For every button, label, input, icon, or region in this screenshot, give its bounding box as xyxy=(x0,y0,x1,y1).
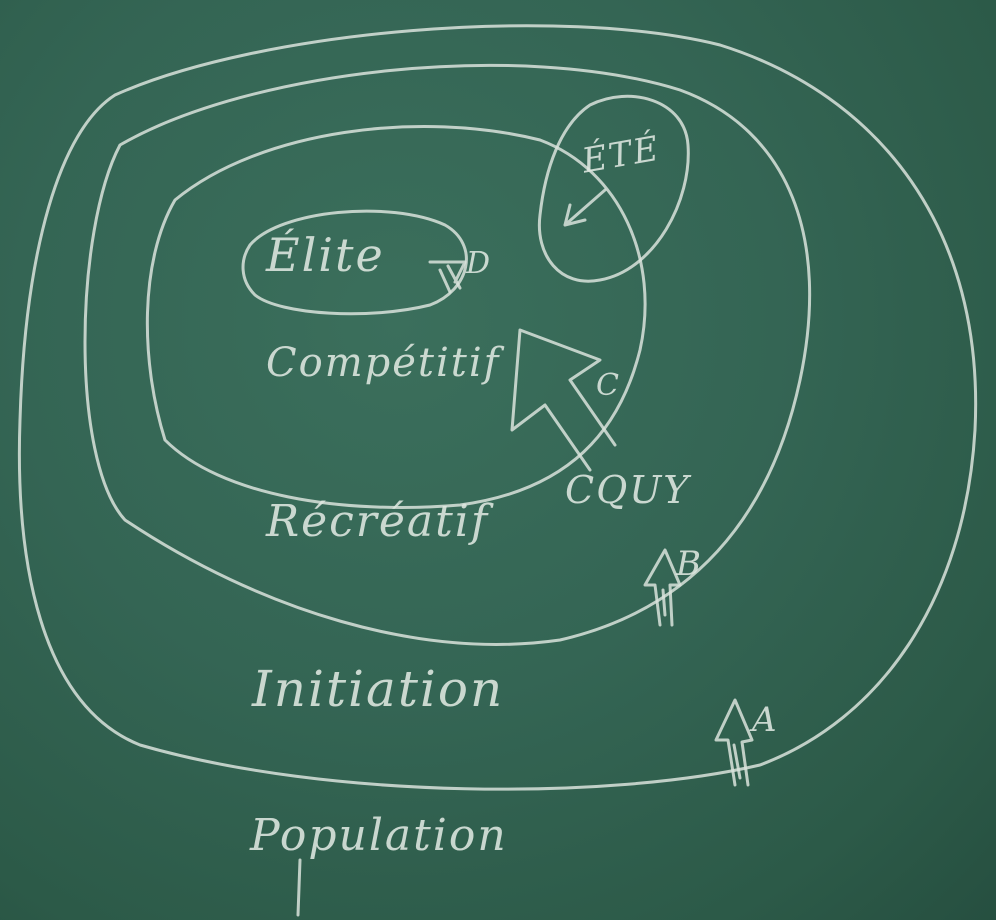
ete-arrow xyxy=(563,188,607,227)
label-competitif: Compétitif xyxy=(266,340,501,386)
ete-circle xyxy=(537,94,690,283)
label-cquy: CQUY xyxy=(565,468,691,512)
c-big-arrow xyxy=(510,328,617,472)
label-b: B xyxy=(676,544,703,584)
elite-circle xyxy=(241,209,468,316)
label-initiation: Initiation xyxy=(252,660,505,718)
label-recreatif: Récréatif xyxy=(266,496,490,547)
label-d: D xyxy=(466,246,493,281)
b-arrow xyxy=(643,548,682,627)
label-population: Population xyxy=(250,810,508,861)
d-arrow xyxy=(428,260,467,294)
label-c: C xyxy=(596,368,621,403)
a-arrow xyxy=(714,698,754,787)
outer-initiation-loop xyxy=(17,24,978,791)
label-elite: Élite xyxy=(266,228,385,282)
label-a: A xyxy=(752,700,779,740)
middle-recreatif-loop xyxy=(83,63,812,646)
inner-competitif-loop xyxy=(145,125,647,509)
population-underline xyxy=(296,858,302,917)
